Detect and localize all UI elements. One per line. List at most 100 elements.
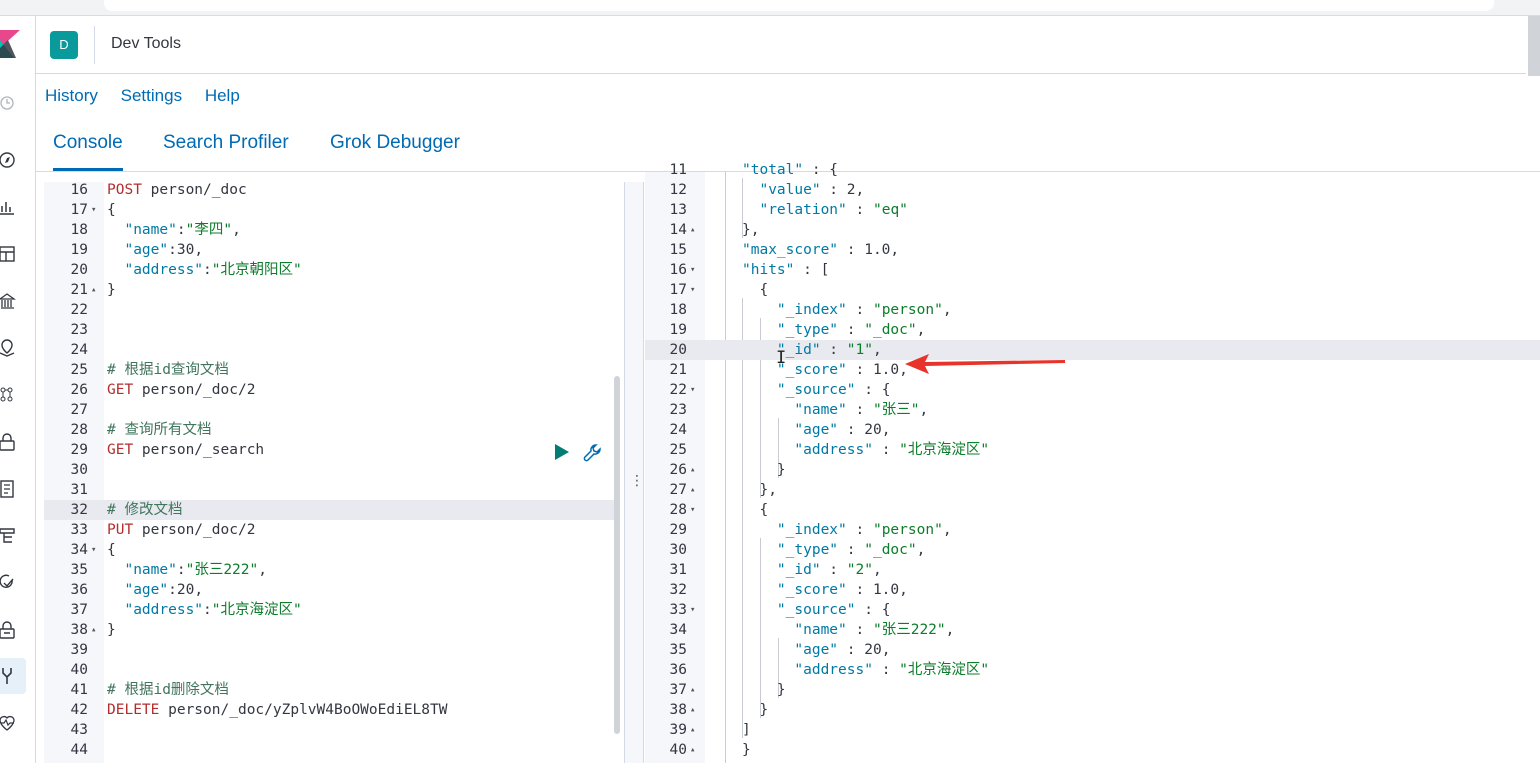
response-line[interactable]: 32 "_score" : 1.0, bbox=[645, 580, 1540, 600]
monitoring-icon[interactable] bbox=[0, 714, 18, 732]
fold-toggle-icon[interactable]: ▾ bbox=[690, 385, 696, 395]
request-line[interactable]: 28# 查询所有文档 bbox=[44, 420, 620, 440]
infrastructure-icon[interactable] bbox=[0, 433, 18, 451]
response-line[interactable]: 25 "address" : "北京海淀区" bbox=[645, 440, 1540, 460]
response-line[interactable]: 28▾ { bbox=[645, 500, 1540, 520]
apm-icon[interactable] bbox=[0, 527, 18, 545]
tab-search-profiler[interactable]: Search Profiler bbox=[163, 132, 289, 153]
tab-grok-debugger[interactable]: Grok Debugger bbox=[330, 132, 460, 153]
request-line[interactable]: 35 "name":"张三222", bbox=[44, 560, 620, 580]
request-line[interactable]: 17▾{ bbox=[44, 200, 620, 220]
fold-toggle-icon[interactable]: ▴ bbox=[690, 705, 696, 715]
response-line[interactable]: 29 "_index" : "person", bbox=[645, 520, 1540, 540]
canvas-icon[interactable] bbox=[0, 292, 18, 310]
request-line[interactable]: 37 "address":"北京海淀区" bbox=[44, 600, 620, 620]
page-scrollbar[interactable] bbox=[1528, 16, 1540, 76]
fold-toggle-icon[interactable]: ▾ bbox=[91, 205, 97, 215]
request-line[interactable]: 31 bbox=[44, 480, 620, 500]
request-line[interactable]: 32# 修改文档 bbox=[44, 500, 620, 520]
recent-icon[interactable] bbox=[0, 94, 18, 112]
response-line[interactable]: 31 "_id" : "2", bbox=[645, 560, 1540, 580]
request-editor-scrollbar[interactable] bbox=[614, 376, 620, 734]
ml-icon[interactable] bbox=[0, 386, 18, 404]
response-line[interactable]: 21 "_score" : 1.0, bbox=[645, 360, 1540, 380]
request-line[interactable]: 40 bbox=[44, 660, 620, 680]
request-line[interactable]: 25# 根据id查询文档 bbox=[44, 360, 620, 380]
visualize-icon[interactable] bbox=[0, 198, 18, 216]
fold-toggle-icon[interactable]: ▴ bbox=[690, 465, 696, 475]
response-line[interactable]: 38▴ } bbox=[645, 700, 1540, 720]
response-line[interactable]: 30 "_type" : "_doc", bbox=[645, 540, 1540, 560]
address-bar[interactable] bbox=[104, 0, 1494, 11]
response-line[interactable]: 39▴] bbox=[645, 720, 1540, 740]
request-line[interactable]: 44 bbox=[44, 740, 620, 760]
fold-toggle-icon[interactable]: ▾ bbox=[690, 505, 696, 515]
request-line[interactable]: 27 bbox=[44, 400, 620, 420]
response-line[interactable]: 37▴ } bbox=[645, 680, 1540, 700]
request-line[interactable]: 18 "name":"李四", bbox=[44, 220, 620, 240]
space-avatar[interactable]: D bbox=[50, 31, 78, 59]
request-line[interactable]: 34▾{ bbox=[44, 540, 620, 560]
request-line[interactable]: 19 "age":30, bbox=[44, 240, 620, 260]
wrench-icon[interactable] bbox=[583, 443, 603, 463]
fold-toggle-icon[interactable]: ▾ bbox=[690, 265, 696, 275]
response-line[interactable]: 15"max_score" : 1.0, bbox=[645, 240, 1540, 260]
response-line[interactable]: 36 "address" : "北京海淀区" bbox=[645, 660, 1540, 680]
response-line[interactable]: 19 "_type" : "_doc", bbox=[645, 320, 1540, 340]
fold-toggle-icon[interactable]: ▾ bbox=[690, 605, 696, 615]
menu-settings[interactable]: Settings bbox=[120, 86, 183, 105]
fold-toggle-icon[interactable]: ▾ bbox=[91, 545, 97, 555]
fold-toggle-icon[interactable]: ▴ bbox=[91, 285, 97, 295]
response-line[interactable]: 20 "_id" : "1", bbox=[645, 340, 1540, 360]
fold-toggle-icon[interactable]: ▴ bbox=[690, 725, 696, 735]
response-line[interactable]: 27▴ }, bbox=[645, 480, 1540, 500]
request-line[interactable]: 22 bbox=[44, 300, 620, 320]
fold-toggle-icon[interactable]: ▴ bbox=[690, 685, 696, 695]
request-line[interactable]: 21▴} bbox=[44, 280, 620, 300]
response-line[interactable]: 12 "value" : 2, bbox=[645, 180, 1540, 200]
uptime-icon[interactable] bbox=[0, 574, 18, 592]
tab-console[interactable]: Console bbox=[53, 132, 123, 171]
response-line[interactable]: 14▴}, bbox=[645, 220, 1540, 240]
run-icon[interactable] bbox=[553, 443, 571, 461]
logs-icon[interactable] bbox=[0, 480, 18, 498]
request-line[interactable]: 30 bbox=[44, 460, 620, 480]
request-line[interactable]: 36 "age":20, bbox=[44, 580, 620, 600]
fold-toggle-icon[interactable]: ▴ bbox=[690, 745, 696, 755]
response-line[interactable]: 33▾ "_source" : { bbox=[645, 600, 1540, 620]
response-line[interactable]: 35 "age" : 20, bbox=[645, 640, 1540, 660]
request-line[interactable]: 23 bbox=[44, 320, 620, 340]
response-line[interactable]: 40▴} bbox=[645, 740, 1540, 760]
dev-tools-icon[interactable] bbox=[0, 667, 18, 685]
panel-resizer[interactable]: ⋮ bbox=[624, 182, 644, 763]
request-line[interactable]: 20 "address":"北京朝阳区" bbox=[44, 260, 620, 280]
response-line[interactable]: 23 "name" : "张三", bbox=[645, 400, 1540, 420]
response-line[interactable]: 11"total" : { bbox=[645, 160, 1540, 180]
fold-toggle-icon[interactable]: ▴ bbox=[91, 625, 97, 635]
request-line[interactable]: 41# 根据id删除文档 bbox=[44, 680, 620, 700]
response-line[interactable]: 24 "age" : 20, bbox=[645, 420, 1540, 440]
kibana-logo-icon[interactable] bbox=[0, 30, 20, 58]
dashboard-icon[interactable] bbox=[0, 245, 18, 263]
response-line[interactable]: 26▴ } bbox=[645, 460, 1540, 480]
siem-icon[interactable] bbox=[0, 621, 18, 639]
response-line[interactable]: 34 "name" : "张三222", bbox=[645, 620, 1540, 640]
menu-history[interactable]: History bbox=[45, 86, 98, 105]
request-line[interactable]: 39 bbox=[44, 640, 620, 660]
response-line[interactable]: 16▾"hits" : [ bbox=[645, 260, 1540, 280]
response-line[interactable]: 22▾ "_source" : { bbox=[645, 380, 1540, 400]
response-line[interactable]: 18 "_index" : "person", bbox=[645, 300, 1540, 320]
request-line[interactable]: 24 bbox=[44, 340, 620, 360]
fold-toggle-icon[interactable]: ▴ bbox=[690, 485, 696, 495]
request-line[interactable]: 43 bbox=[44, 720, 620, 740]
request-line[interactable]: 38▴} bbox=[44, 620, 620, 640]
fold-toggle-icon[interactable]: ▾ bbox=[690, 285, 696, 295]
discover-icon[interactable] bbox=[0, 151, 18, 169]
maps-icon[interactable] bbox=[0, 339, 18, 357]
